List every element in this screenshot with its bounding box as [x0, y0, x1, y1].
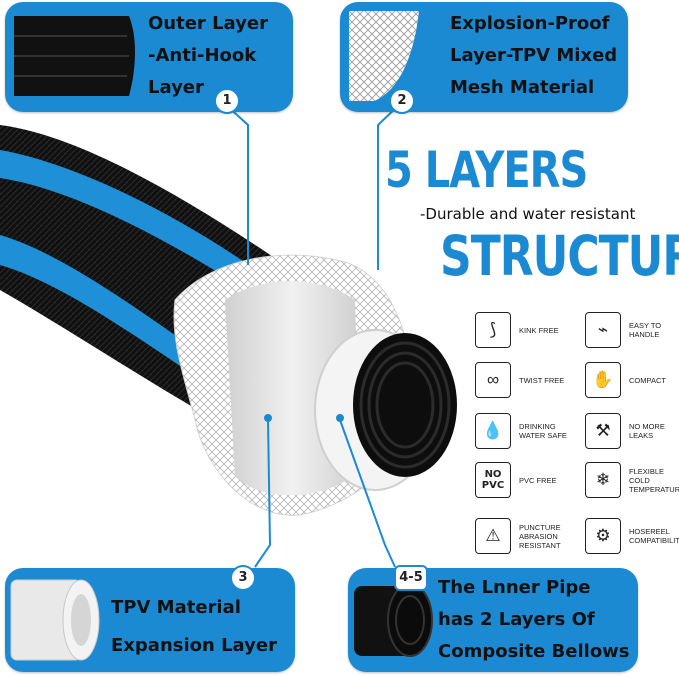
no-pvc-icon: NO PVC	[475, 462, 511, 498]
callout-2-line-1: Explosion-Proof	[450, 13, 610, 34]
callout-mesh-layer: Explosion-Proof Layer-TPV Mixed Mesh Mat…	[340, 2, 628, 112]
braided-sleeve-image	[14, 16, 135, 96]
feature-label: FLEXIBLE COLD TEMPERATURE	[629, 466, 679, 494]
feature-drinking-water-safe: 💧 DRINKING WATER SAFE	[475, 413, 571, 449]
feature-hosereel: ⚙ HOSEREEL COMPATIBILITY	[585, 518, 679, 554]
tpv-tube-image	[10, 579, 100, 661]
feature-label: PVC FREE	[519, 475, 557, 485]
leak-icon: ⚒	[585, 413, 621, 449]
callout-inner-pipe: The Lnner Pipe has 2 Layers Of Composite…	[348, 568, 638, 672]
layer-number-1: 1	[214, 88, 240, 114]
callout-2-line-2: Layer-TPV Mixed	[450, 45, 618, 66]
feature-puncture-resistant: ⚠ PUNCTURE ABRASION RESISTANT	[475, 518, 571, 554]
callout-4-line-3: Composite Bellows	[438, 641, 630, 662]
no-pvc-icon-line-1: NO	[484, 469, 502, 480]
callout-1-line-1: Outer Layer	[148, 13, 268, 34]
feature-label: PUNCTURE ABRASION RESISTANT	[519, 522, 561, 550]
no-pvc-icon-line-2: PVC	[481, 480, 505, 491]
layer-number-3: 3	[230, 565, 256, 591]
water-drop-icon: 💧	[475, 413, 511, 449]
feature-label: HOSEREEL COMPATIBILITY	[629, 527, 679, 545]
callout-1-line-2: -Anti-Hook	[148, 45, 257, 66]
feature-label: NO MORE LEAKS	[629, 422, 665, 440]
bellows-sample-image	[354, 583, 433, 657]
feature-label: DRINKING WATER SAFE	[519, 422, 567, 440]
compact-hands-icon: ✋	[585, 362, 621, 398]
callout-outer-layer: Outer Layer -Anti-Hook Layer	[5, 2, 293, 112]
callout-3-line-1: TPV Material	[111, 597, 241, 618]
callout-4-line-1: The Lnner Pipe	[438, 577, 591, 598]
layer-number-2: 2	[389, 88, 415, 114]
hose-reel-icon: ⚙	[585, 518, 621, 554]
feature-label: COMPACT	[629, 375, 666, 385]
mesh-sample-image	[349, 11, 419, 101]
feature-pvc-free: NO PVC PVC FREE	[475, 462, 571, 498]
feature-label: KINK FREE	[519, 325, 559, 335]
snowflake-icon: ❄	[585, 462, 621, 498]
feature-label: EASY TO HANDLE	[629, 321, 662, 339]
nozzle-icon: ⌁	[585, 312, 621, 348]
layer-number-4-5: 4-5	[394, 565, 428, 591]
feature-label: TWIST FREE	[519, 375, 565, 385]
headline-subtitle: -Durable and water resistant	[420, 205, 636, 223]
kink-icon: ⟆	[475, 312, 511, 348]
headline-title: 5 LAYERS	[385, 142, 588, 200]
callout-4-line-2: has 2 Layers Of	[438, 609, 595, 630]
feature-flexible-cold: ❄ FLEXIBLE COLD TEMPERATURE	[585, 462, 679, 498]
callout-2-line-3: Mesh Material	[450, 77, 595, 98]
callout-3-line-2: Expansion Layer	[111, 635, 277, 656]
feature-kink-free: ⟆ KINK FREE	[475, 312, 571, 348]
feature-no-more-leaks: ⚒ NO MORE LEAKS	[585, 413, 679, 449]
feature-compact: ✋ COMPACT	[585, 362, 679, 398]
callout-1-line-3: Layer	[148, 77, 204, 98]
feature-easy-to-handle: ⌁ EASY TO HANDLE	[585, 312, 679, 348]
headline-title-2: STRUCTUR	[440, 225, 679, 289]
inner-bellows	[314, 329, 457, 491]
twist-icon: ∞	[475, 362, 511, 398]
puncture-icon: ⚠	[475, 518, 511, 554]
feature-twist-free: ∞ TWIST FREE	[475, 362, 571, 398]
